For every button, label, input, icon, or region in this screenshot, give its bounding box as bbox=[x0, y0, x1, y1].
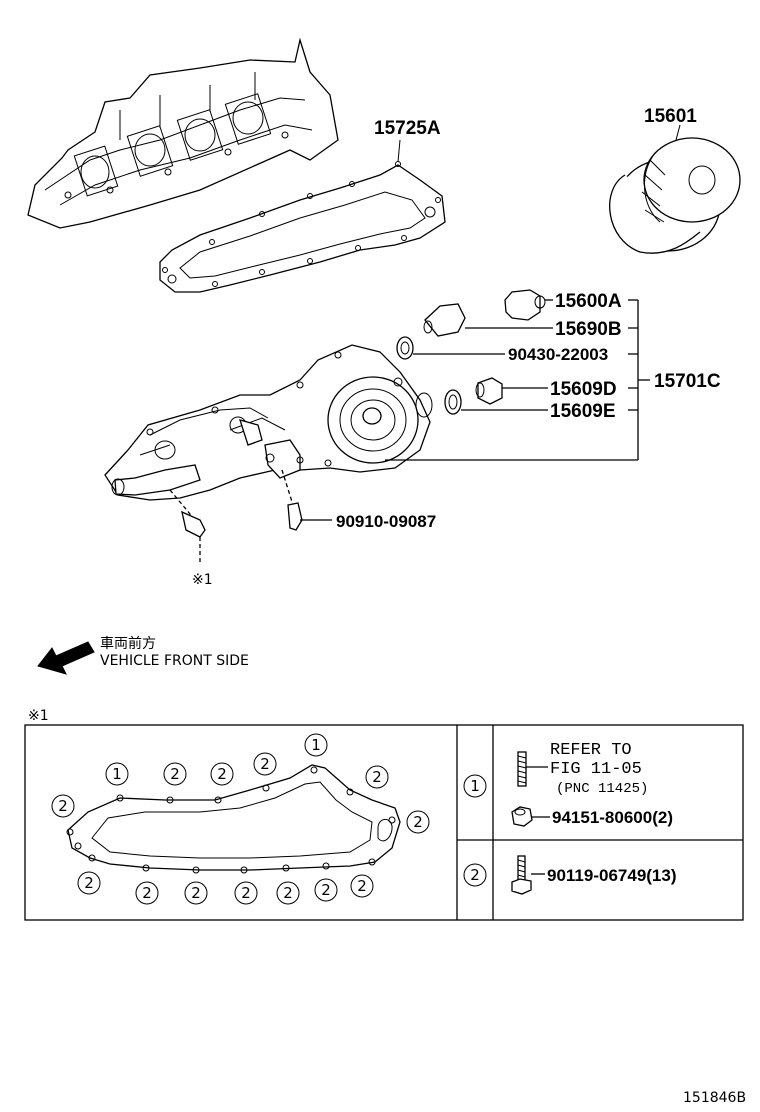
gasket-callout: 1 bbox=[304, 733, 328, 757]
gasket-callout: 2 bbox=[210, 762, 234, 786]
refer-line-2: FIG 11-05 bbox=[550, 760, 642, 779]
detail-row-2: 2 90119-06749(13) bbox=[463, 855, 677, 895]
direction-label-jp: 車両前方 bbox=[100, 635, 156, 652]
part-label-90430: 90430-22003 bbox=[508, 345, 608, 364]
refer-line-1: REFER TO bbox=[550, 741, 632, 760]
arrow-icon bbox=[37, 641, 95, 675]
nut-icon bbox=[511, 806, 550, 827]
gasket-callout-number: 1 bbox=[311, 736, 321, 754]
detail-marker: ※1 bbox=[28, 708, 49, 724]
valve-15690b bbox=[423, 303, 553, 337]
gasket-callout-number: 2 bbox=[241, 884, 251, 902]
assembly-bracket bbox=[385, 299, 650, 461]
row-1-index: 1 bbox=[470, 777, 480, 795]
bolt-icon bbox=[517, 751, 548, 787]
oil-filter-15601 bbox=[609, 124, 741, 254]
gasket-callout-number: 2 bbox=[260, 755, 270, 773]
gasket-callout: 2 bbox=[135, 881, 159, 905]
oring-15609e bbox=[444, 389, 548, 415]
gasket-callout-number: 2 bbox=[372, 768, 382, 786]
row-2-index: 2 bbox=[470, 866, 480, 884]
part-label-15701c: 15701C bbox=[654, 371, 721, 392]
gasket-callout-number: 2 bbox=[191, 884, 201, 902]
gasket-callout-number: 2 bbox=[142, 884, 152, 902]
part-label-90910: 90910-09087 bbox=[336, 512, 436, 531]
gasket-callout: 2 bbox=[365, 765, 389, 789]
gasket-callout-number: 1 bbox=[112, 765, 122, 783]
gasket-callout-number: 2 bbox=[217, 765, 227, 783]
gasket-callout-number: 2 bbox=[413, 813, 423, 831]
gasket-callout: 2 bbox=[253, 752, 277, 776]
part-label-15609d: 15609D bbox=[550, 379, 617, 400]
detail-table bbox=[24, 724, 744, 921]
gasket-callout: 2 bbox=[350, 874, 374, 898]
gasket-callout: 2 bbox=[184, 881, 208, 905]
gasket-callout: 2 bbox=[276, 881, 300, 905]
plug-15609d bbox=[475, 377, 548, 405]
figure-id: 151846B bbox=[683, 1090, 746, 1106]
gasket-15725a bbox=[159, 139, 446, 293]
gasket-callout: 2 bbox=[314, 878, 338, 902]
gasket-callout-number: 2 bbox=[58, 797, 68, 815]
drain-plug bbox=[281, 469, 332, 531]
gasket-callout-number: 2 bbox=[170, 765, 180, 783]
gasket-callout-group: 1 2 2 2 1 2 2 2 2 2 2 2 2 2 2 bbox=[51, 733, 430, 905]
gasket-callout: 2 bbox=[77, 871, 101, 895]
row-2-part: 90119-06749(13) bbox=[547, 866, 677, 885]
gasket-callout: 1 bbox=[105, 762, 129, 786]
gasket-callout-number: 2 bbox=[321, 881, 331, 899]
gasket-callout: 2 bbox=[163, 762, 187, 786]
bolt-marker: ※1 bbox=[192, 572, 213, 588]
part-label-15601: 15601 bbox=[644, 106, 697, 127]
bolt-marker-1-part bbox=[169, 489, 206, 565]
engine-block-outline bbox=[27, 37, 339, 229]
direction-label-en: VEHICLE FRONT SIDE bbox=[100, 653, 249, 669]
detail-row-1: 1 REFER TO FIG 11-05 (PNC 11425) 94151-8… bbox=[463, 741, 673, 827]
bolt-icon bbox=[511, 855, 545, 895]
detail-gasket-drawing bbox=[66, 764, 401, 874]
washer-90430 bbox=[396, 336, 505, 360]
gasket-callout: 2 bbox=[51, 794, 75, 818]
gasket-callout-number: 2 bbox=[357, 877, 367, 895]
refer-line-3: (PNC 11425) bbox=[556, 781, 648, 797]
gasket-callout: 2 bbox=[406, 810, 430, 834]
part-label-15690b: 15690B bbox=[555, 319, 622, 340]
gasket-callout-number: 2 bbox=[283, 884, 293, 902]
gasket-callout: 2 bbox=[234, 881, 258, 905]
part-label-15725a: 15725A bbox=[374, 118, 441, 139]
part-label-15600a: 15600A bbox=[555, 291, 622, 312]
oil-pump-housing bbox=[104, 344, 433, 501]
part-label-15609e: 15609E bbox=[550, 401, 616, 422]
gasket-callout-number: 2 bbox=[84, 874, 94, 892]
sensor-15600a bbox=[504, 289, 553, 321]
row-1-part: 94151-80600(2) bbox=[552, 808, 673, 827]
